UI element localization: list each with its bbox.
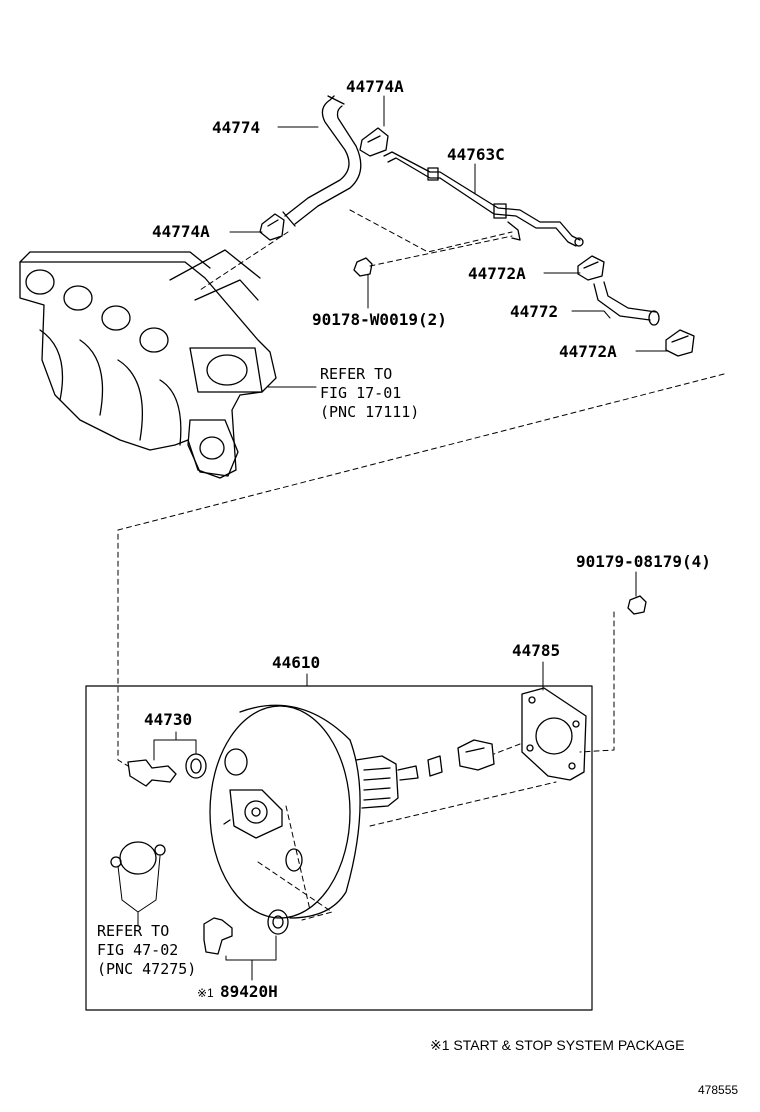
label-44772A-low: 44772A [559, 342, 617, 361]
leader-lines [117, 95, 669, 981]
refer2-line3: (PNC 47275) [97, 960, 196, 978]
label-44772A-mid: 44772A [468, 264, 526, 283]
labels: 44774A 44774 44763C 44774A 44772A 44772 … [97, 77, 738, 1097]
label-90178: 90178-W0019(2) [312, 310, 447, 329]
clamp-44772A-low [665, 329, 695, 357]
booster-clevis [427, 739, 495, 777]
refer1-line3: (PNC 17111) [320, 403, 419, 421]
nut-90179 [627, 595, 647, 615]
label-90179: 90179-08179(4) [576, 552, 711, 571]
refer2-line2: FIG 47-02 [97, 941, 178, 959]
refer1-line2: FIG 17-01 [320, 384, 401, 402]
check-valve-44730 [127, 753, 207, 787]
brake-booster [209, 704, 419, 919]
label-44774: 44774 [212, 118, 260, 137]
label-44730: 44730 [144, 710, 192, 729]
pipe-44763C [383, 151, 584, 247]
clamp-44774A-left [259, 213, 285, 241]
clamp-44774A-top [359, 127, 389, 157]
refer1-line1: REFER TO [320, 365, 392, 383]
sensor-89420H [203, 909, 289, 955]
booster-assembly-frame [85, 685, 593, 1011]
figure-code: 478555 [698, 1083, 738, 1097]
label-44774A-top: 44774A [346, 77, 404, 96]
intake-manifold [19, 249, 277, 479]
label-44774A-left: 44774A [152, 222, 210, 241]
gasket-44785 [521, 687, 587, 781]
clamp-44772A-mid [577, 255, 605, 281]
label-44763C: 44763C [447, 145, 505, 164]
refer2-line1: REFER TO [97, 922, 169, 940]
nut-90178 [353, 257, 373, 277]
label-note-mark: ※1 [197, 986, 214, 1000]
hose-44772 [593, 281, 660, 326]
dashed-lines [117, 209, 725, 921]
label-44785: 44785 [512, 641, 560, 660]
label-89420H: 89420H [220, 982, 278, 1001]
label-44610: 44610 [272, 653, 320, 672]
footnote: ※1 START & STOP SYSTEM PACKAGE [430, 1037, 684, 1053]
o-ring-group [110, 841, 166, 875]
hose-44774 [282, 95, 362, 227]
label-44772: 44772 [510, 302, 558, 321]
